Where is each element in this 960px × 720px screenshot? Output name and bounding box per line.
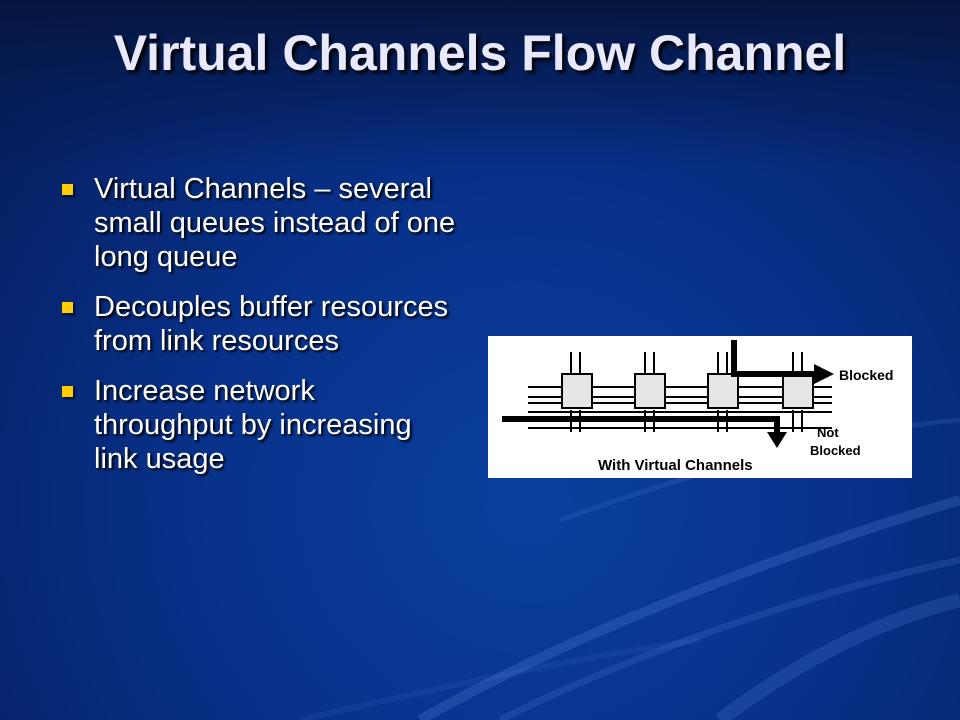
bullet-item: Increase network throughput by increasin… (60, 374, 460, 476)
background-gradient (0, 0, 960, 170)
bullet-text: Decouples buffer resources from link res… (94, 291, 449, 357)
square-bullet-icon (62, 386, 73, 397)
router-node (561, 373, 593, 409)
not-blocked-arrowhead (767, 432, 787, 448)
bullet-text: Increase network throughput by increasin… (94, 375, 412, 475)
slide-title: Virtual Channels Flow Channel (113, 25, 847, 81)
blocked-label: Blocked (839, 367, 893, 383)
square-bullet-icon (62, 302, 73, 313)
not-blocked-path (502, 416, 780, 434)
network-diagram: Blocked Not Blocked With Virtual Channel… (502, 340, 893, 474)
blocked-arrowhead (814, 364, 834, 384)
bullet-item: Decouples buffer resources from link res… (60, 290, 460, 358)
router-node (634, 373, 666, 409)
square-bullet-icon (62, 184, 73, 195)
bullet-list: Virtual Channels – several small queues … (60, 172, 460, 492)
not-blocked-label-line1: Not (817, 425, 839, 440)
router-node (707, 373, 739, 409)
bullet-item: Virtual Channels – several small queues … (60, 172, 460, 274)
virtual-channels-figure: Blocked Not Blocked With Virtual Channel… (488, 336, 912, 478)
blocked-path (731, 340, 818, 377)
router-node (782, 373, 814, 409)
not-blocked-label-line2: Blocked (810, 443, 861, 458)
bullet-text: Virtual Channels – several small queues … (94, 173, 456, 273)
figure-caption: With Virtual Channels (598, 457, 753, 474)
